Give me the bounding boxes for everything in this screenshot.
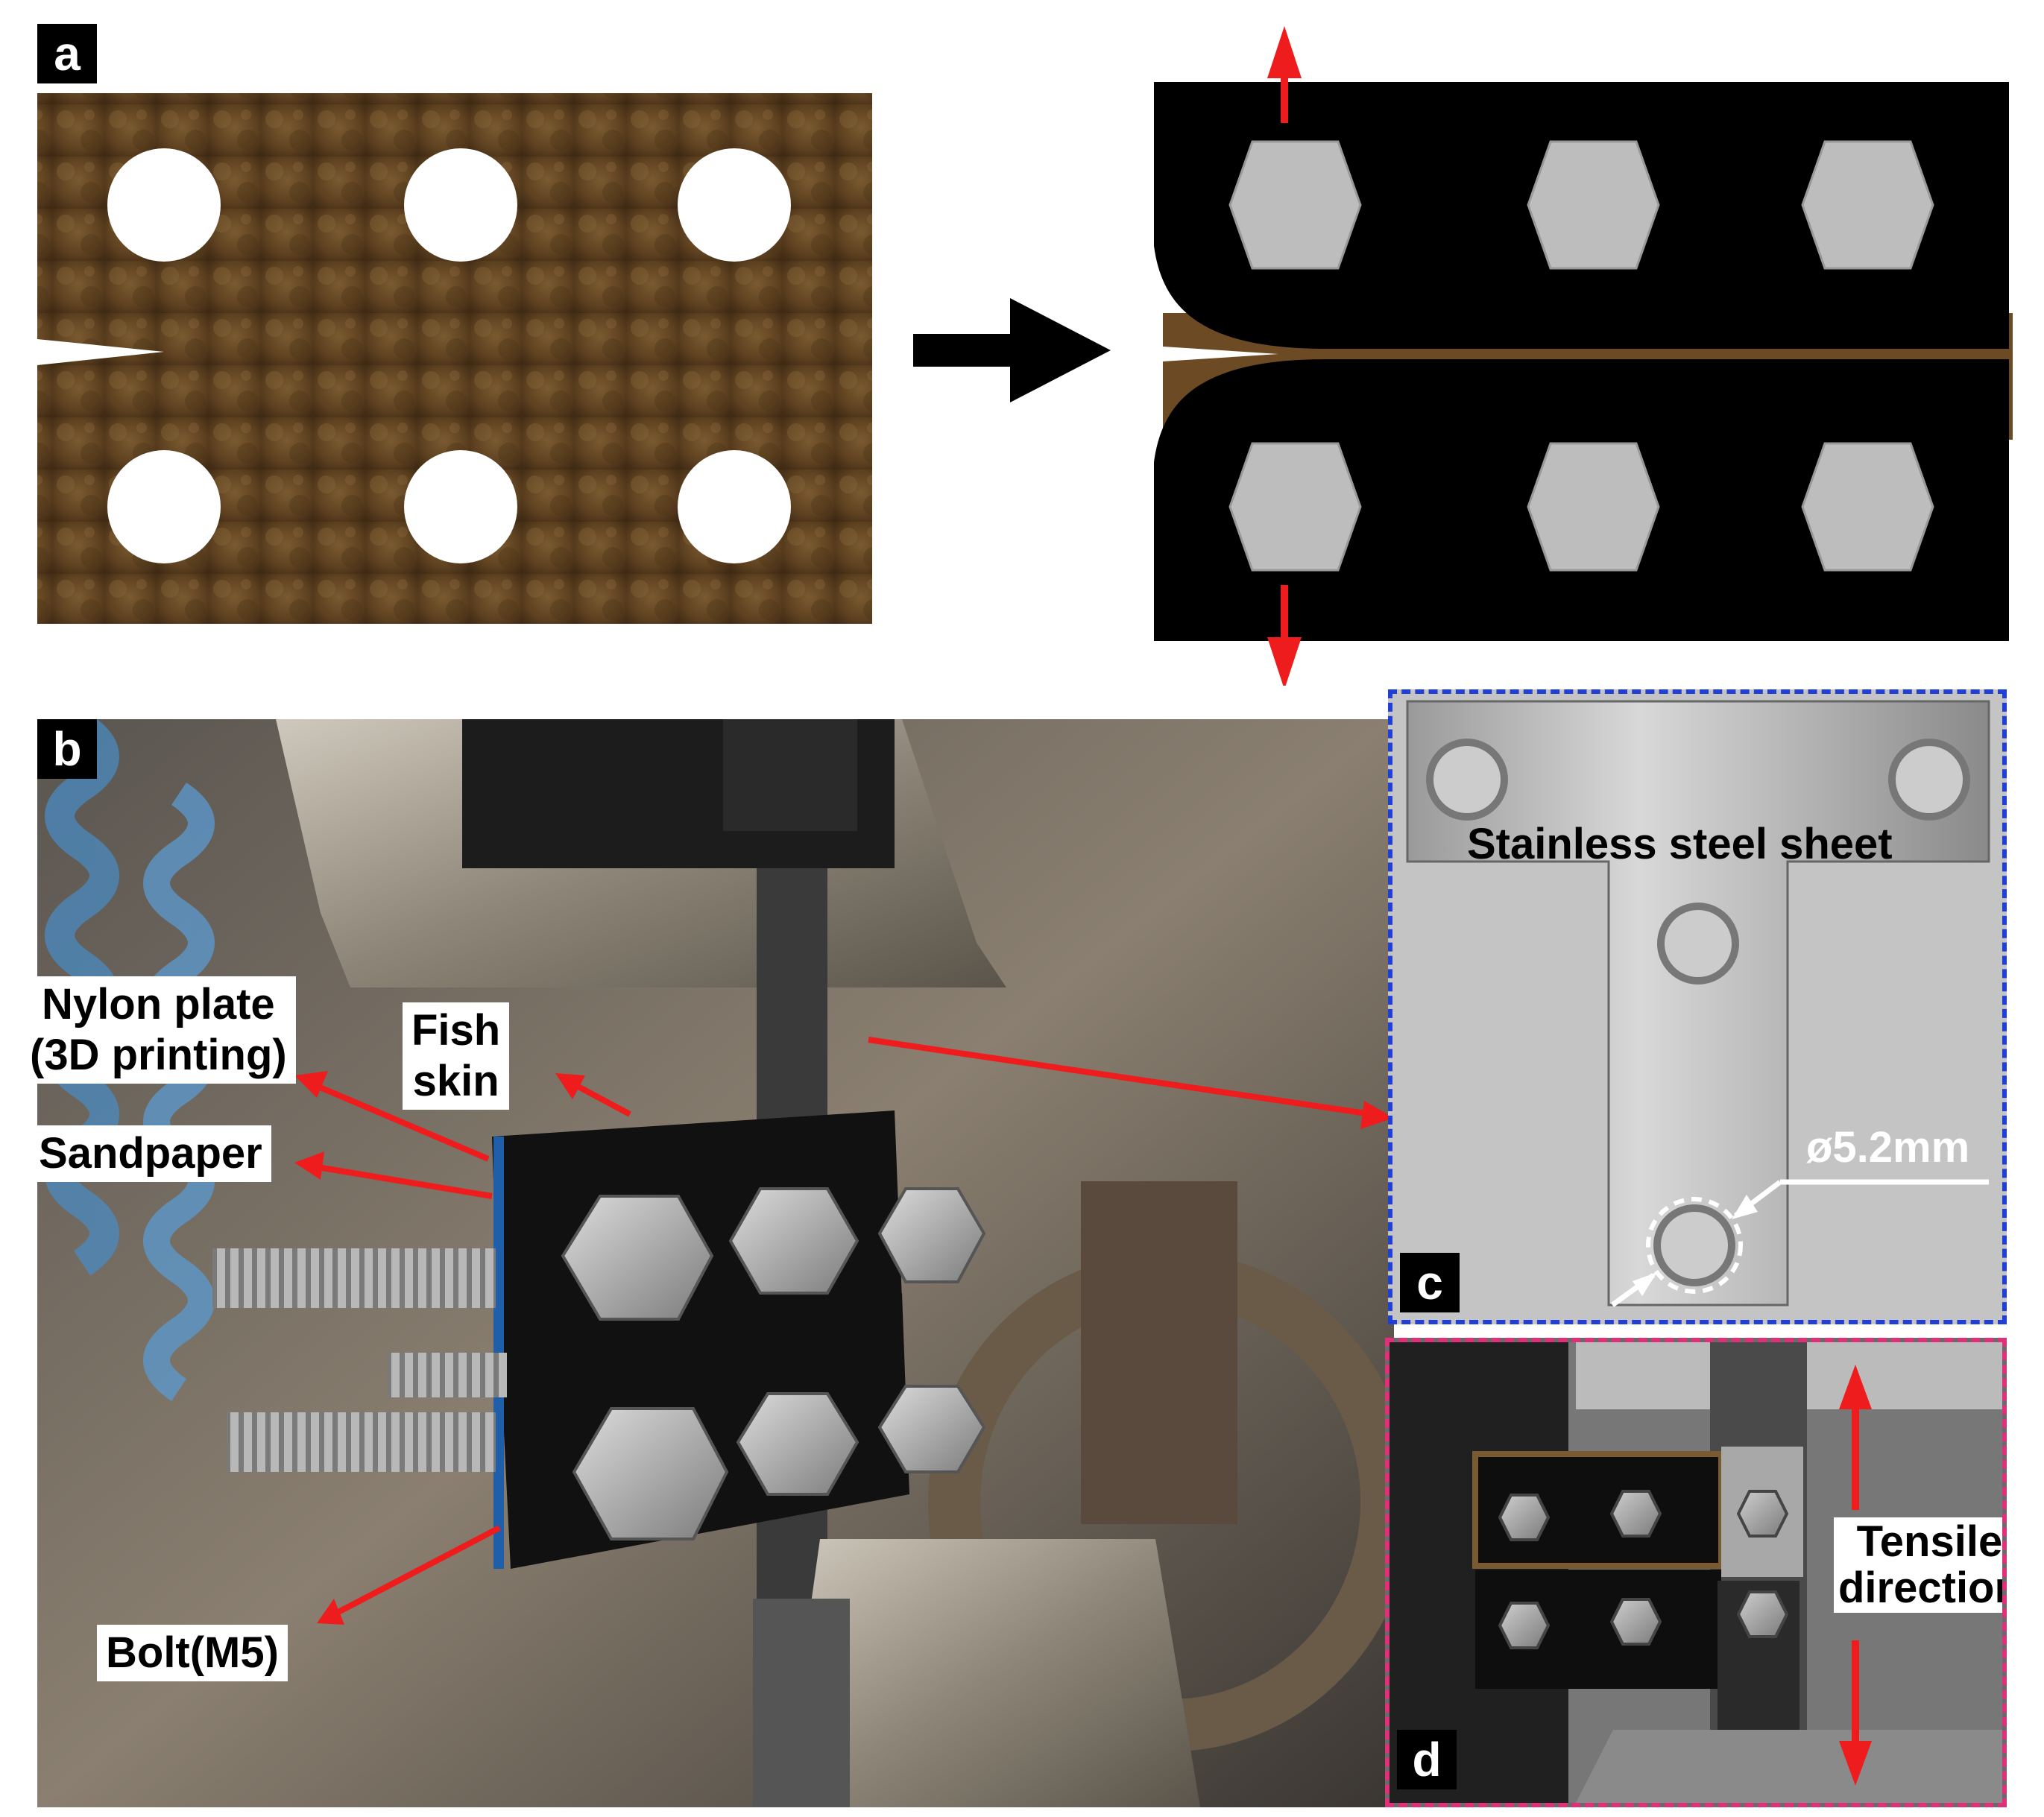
tensile-arrow-up [1839,1365,1872,1409]
panel-a: a [0,0,2044,686]
label-tensile-line2: direction [1838,1564,2007,1612]
tensile-arrow-down [1839,1741,1872,1786]
label-nylon-plate: Nylon plate (3D printing) [21,976,296,1084]
hole [107,450,221,563]
label-sandpaper: Sandpaper [30,1125,271,1182]
label-fish-line2: skin [412,1057,499,1105]
label-diameter: ø5.2mm [1806,1123,1970,1172]
panel-a-drawing [37,26,2013,686]
hole [107,148,221,262]
panel-d: Tensile direction d [1385,1338,2007,1807]
clamped-assembly-photo [1390,1342,2002,1803]
hex-bolt-head [1527,140,1660,270]
hex-bolt-head [1801,140,1934,270]
panel-c: Stainless steel sheet ø5.2mm c [1388,689,2007,1324]
label-bolt: Bolt(M5) [97,1625,288,1681]
hole [404,450,517,563]
label-nylon-line1: Nylon plate [42,980,275,1028]
hole [678,450,791,563]
hex-bolt-head [1527,442,1660,572]
hole [404,148,517,262]
panel-b-badge: b [37,719,97,779]
label-fish-line1: Fish [411,1006,501,1055]
tension-arrow-down [1267,637,1302,686]
label-tensile-direction: Tensile direction [1834,1517,2007,1613]
hex-bolt-head [1228,140,1362,270]
clamped-specimen [1154,26,2013,686]
transition-arrow [913,298,1111,402]
label-fish-skin: Fish skin [403,1002,510,1110]
panel-a-badge: a [37,24,97,83]
label-tensile-line1: Tensile [1856,1517,2003,1566]
hex-bolt-head [1801,442,1934,572]
notch [37,339,164,365]
label-nylon-line2: (3D printing) [30,1031,287,1079]
panel-d-badge: d [1397,1730,1457,1789]
hole [678,148,791,262]
label-stainless-steel: Stainless steel sheet [1467,820,1893,868]
fish-skin-specimen [37,93,872,624]
stainless-sheet-photo [1406,700,1990,1307]
tension-arrow-up [1267,26,1302,78]
hex-bolt-head [1228,442,1362,572]
panel-c-badge: c [1400,1253,1460,1312]
